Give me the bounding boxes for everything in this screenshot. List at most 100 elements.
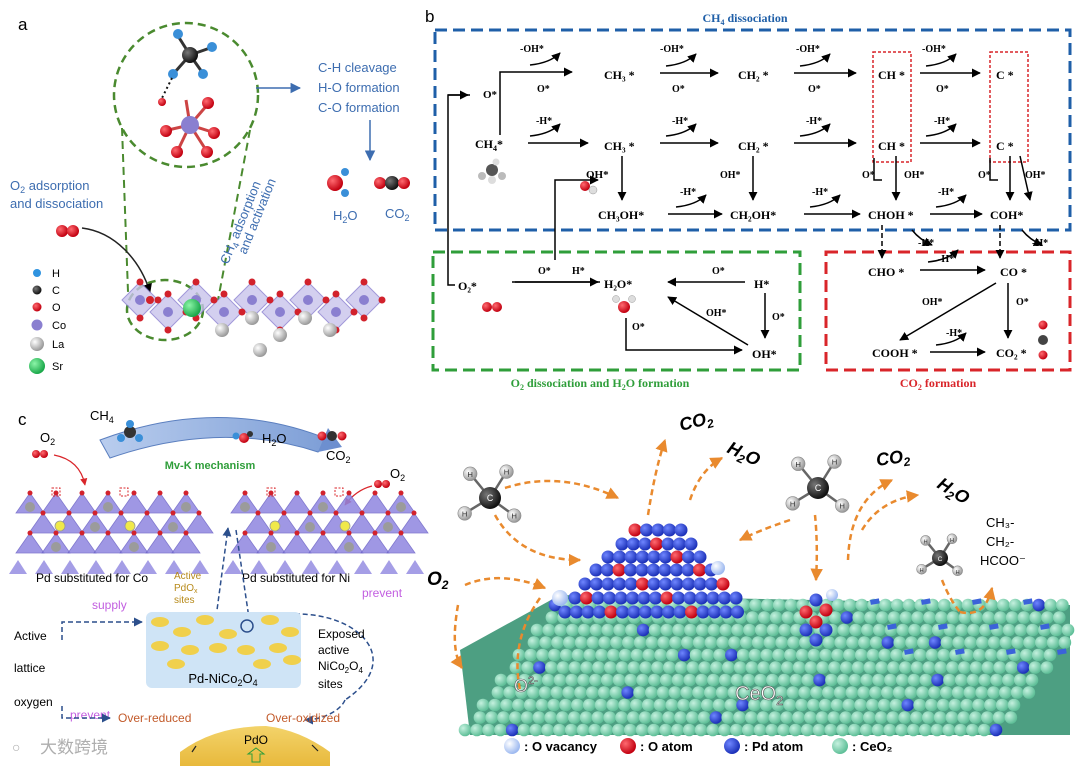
pd-atom bbox=[670, 577, 684, 591]
lattice-metal-atom bbox=[383, 522, 393, 532]
ceo2-atom bbox=[532, 711, 546, 724]
ceo2-atom bbox=[790, 623, 803, 637]
ceo2-atom bbox=[748, 698, 761, 712]
pd-atom bbox=[627, 605, 641, 619]
pdo-particle bbox=[281, 627, 299, 637]
ceo2-atom bbox=[916, 686, 929, 699]
pd-atom bbox=[681, 563, 695, 577]
ceo2-atom bbox=[848, 673, 862, 687]
pd-atom bbox=[683, 591, 697, 605]
hydrogen-atom-label: H bbox=[504, 468, 510, 477]
ceo2-atom bbox=[945, 711, 959, 724]
pd-atom bbox=[931, 673, 944, 687]
step-ho-formation: H-O formation bbox=[318, 80, 400, 95]
ceo2-atom bbox=[754, 673, 767, 687]
o-atom bbox=[350, 308, 358, 316]
pdo-particle bbox=[269, 643, 287, 653]
label-h-5: -H* bbox=[680, 187, 696, 198]
ceo2-atom bbox=[547, 698, 561, 712]
pd-atom bbox=[809, 593, 823, 607]
ceo2-atom bbox=[756, 711, 770, 724]
ceo2-atom bbox=[843, 648, 856, 662]
pd-atom bbox=[736, 698, 749, 712]
ceo2-atom bbox=[798, 686, 811, 699]
ceo2-atom bbox=[895, 673, 909, 687]
ceo2-atom bbox=[839, 711, 852, 724]
ceo2-atom bbox=[672, 623, 685, 637]
ceo2-atom bbox=[677, 698, 690, 712]
ceo2-atom bbox=[485, 711, 499, 724]
o-atom bbox=[210, 296, 218, 304]
pd-atom bbox=[621, 686, 634, 699]
lattice-tetrahedron-bottom bbox=[87, 560, 105, 574]
ceo2-atom bbox=[527, 686, 540, 699]
ceo2-atom bbox=[954, 673, 968, 687]
lattice-o-atom bbox=[53, 530, 59, 536]
co2-c-icon bbox=[317, 431, 347, 441]
ceo2-atom bbox=[536, 648, 549, 662]
ceo2-atom bbox=[553, 723, 566, 737]
lattice-tetrahedron bbox=[67, 532, 97, 554]
o2-right-label-c: O2 bbox=[390, 466, 405, 483]
ceo2-atom bbox=[851, 711, 864, 724]
ceo2-atom bbox=[766, 623, 780, 637]
lattice-tetrahedron bbox=[145, 492, 175, 514]
methane-molecule-icon bbox=[168, 29, 217, 79]
ceo2-atom bbox=[615, 711, 628, 724]
lattice-o-atom bbox=[170, 510, 176, 516]
ceo2-atom bbox=[586, 686, 599, 699]
ceo2-atom bbox=[879, 598, 892, 612]
ceo2-atom bbox=[582, 698, 596, 712]
species-o-left: O* bbox=[483, 89, 498, 101]
lattice-o-atom bbox=[92, 510, 98, 516]
hydrogen-atom bbox=[463, 466, 478, 481]
ceo2-atom bbox=[861, 623, 874, 637]
o-atom bbox=[220, 290, 228, 298]
lattice-o-atom bbox=[398, 490, 404, 496]
vacancy-marker bbox=[51, 487, 61, 497]
ceo2-atom bbox=[576, 723, 590, 737]
ceo2-support-label: CeO2 bbox=[735, 683, 783, 708]
ceo2-atom bbox=[641, 698, 655, 712]
ceo2-atom bbox=[562, 686, 575, 699]
ceo2-atom bbox=[470, 723, 484, 737]
pd-stripe bbox=[1039, 623, 1050, 630]
la-atom bbox=[298, 311, 312, 325]
vacancy-marker bbox=[334, 487, 344, 497]
pd-atom bbox=[615, 537, 629, 551]
ceo2-atom bbox=[804, 711, 817, 724]
o-atom bbox=[612, 563, 626, 577]
ceo2-atom bbox=[740, 636, 753, 649]
ceo2-atom bbox=[579, 711, 593, 724]
pd-atom bbox=[672, 591, 685, 605]
ceo2-atom bbox=[633, 686, 646, 699]
o-atom bbox=[332, 290, 340, 298]
pdo-particle bbox=[173, 627, 191, 637]
pd-atom bbox=[624, 550, 638, 564]
ceo2-atom bbox=[899, 661, 912, 674]
species-h2o: H₂O* bbox=[604, 277, 632, 291]
lattice-metal-atom bbox=[90, 522, 100, 532]
ceo2-atom bbox=[761, 598, 774, 612]
hydrogen-atom bbox=[952, 565, 963, 577]
ceo2-atom bbox=[551, 636, 564, 649]
ceo2-atom bbox=[955, 623, 969, 637]
label-ohs-3: OH* bbox=[1025, 170, 1046, 181]
co2-product-label: CO2 bbox=[677, 407, 716, 438]
pdo-dome bbox=[180, 726, 330, 766]
ceo2-atom bbox=[733, 711, 746, 724]
pd-atom bbox=[659, 577, 672, 591]
lattice-tetrahedron-bottom bbox=[165, 560, 183, 574]
ceo2-atom bbox=[972, 698, 985, 712]
formate-line-3: HCOO⁻ bbox=[980, 553, 1026, 568]
label-o-1: O* bbox=[537, 84, 550, 95]
ceo2-atom bbox=[982, 611, 995, 624]
ceo2-atom bbox=[848, 723, 861, 737]
ceo2-atom bbox=[800, 723, 814, 737]
o-atom bbox=[304, 278, 312, 286]
lattice-tetrahedron-bottom bbox=[276, 560, 294, 574]
active-lattice-3: oxygen bbox=[14, 695, 53, 709]
over-oxidized-label: Over-oxidized bbox=[266, 711, 340, 725]
hydrogen-atom bbox=[920, 535, 931, 546]
ceo2-atom bbox=[745, 711, 758, 724]
